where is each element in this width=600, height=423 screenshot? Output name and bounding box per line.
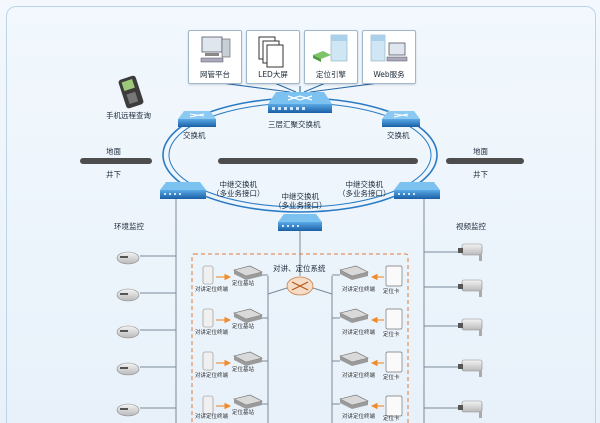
station-label: 定位基站 bbox=[232, 367, 255, 373]
led-screen-icon bbox=[258, 36, 284, 68]
relay-switch-left-icon bbox=[160, 182, 206, 199]
card-tablet-icon bbox=[385, 265, 403, 287]
ground-label-left-below: 井下 bbox=[106, 170, 121, 179]
card-row bbox=[332, 394, 403, 417]
card-label: 定位卡 bbox=[383, 375, 400, 381]
right-card-rows bbox=[332, 265, 403, 417]
relay-left-label: 中继交换机 （多业务接口） bbox=[212, 180, 265, 198]
intercom-system-box bbox=[191, 253, 409, 423]
terminal-web-service: Web服务 bbox=[362, 30, 416, 84]
card-row bbox=[332, 308, 403, 330]
env-sensor-icon bbox=[116, 362, 140, 376]
handset-label: 对讲定位终端 bbox=[195, 414, 229, 420]
video-monitor-links bbox=[424, 251, 460, 409]
card-tablet-icon bbox=[385, 395, 403, 417]
diagram-frame bbox=[6, 6, 596, 423]
mobile-phone-icon bbox=[118, 75, 144, 109]
handset-label: 对讲定位终端 bbox=[195, 373, 229, 379]
video-monitor-label: 视频监控 bbox=[456, 222, 486, 231]
right-switch-icon bbox=[382, 111, 420, 127]
env-sensor-icon bbox=[116, 403, 140, 417]
card-label: 定位卡 bbox=[383, 332, 400, 338]
card-tablet-icon bbox=[385, 308, 403, 330]
relay-switch-center-icon bbox=[278, 214, 322, 231]
handset-label: 对讲定位终端 bbox=[195, 330, 229, 336]
terminal-positioning-engine: 定位引擎 bbox=[304, 30, 358, 84]
handset-label: 对讲定位终端 bbox=[342, 330, 376, 336]
left-switch-icon bbox=[178, 111, 216, 127]
station-label: 定位基站 bbox=[232, 410, 255, 416]
station-row bbox=[202, 308, 268, 328]
camera-icon bbox=[458, 279, 483, 297]
left-switch-label: 交换机 bbox=[183, 131, 206, 140]
camera-icons bbox=[458, 243, 483, 418]
handset-label: 对讲定位终端 bbox=[342, 287, 376, 293]
bus-link-right bbox=[312, 287, 333, 295]
core-switch-icon bbox=[268, 92, 332, 113]
terminal-label: Web服务 bbox=[373, 70, 405, 79]
web-server-icon bbox=[370, 34, 408, 62]
env-sensor-icon bbox=[116, 251, 140, 265]
camera-icon bbox=[458, 400, 483, 418]
camera-icon bbox=[458, 318, 483, 336]
terminal-label: 定位引擎 bbox=[316, 70, 346, 79]
station-row bbox=[202, 265, 268, 285]
station-row bbox=[202, 394, 268, 415]
bus-link-left bbox=[267, 287, 288, 295]
handset-icon bbox=[202, 308, 214, 328]
station-label: 定位基站 bbox=[232, 281, 255, 287]
ground-bar-center bbox=[218, 158, 418, 164]
env-sensor-icons bbox=[116, 251, 140, 417]
station-row bbox=[202, 351, 268, 371]
handset-icon bbox=[202, 395, 214, 415]
handset-icon bbox=[202, 265, 214, 285]
env-monitor-links bbox=[140, 255, 176, 409]
card-row bbox=[332, 351, 403, 373]
right-switch-label: 交换机 bbox=[387, 131, 410, 140]
terminal-label: 网管平台 bbox=[200, 70, 230, 79]
handset-label: 对讲定位终端 bbox=[342, 373, 376, 379]
computer-icon bbox=[200, 36, 231, 63]
mobile-query-label: 手机远程查询 bbox=[106, 111, 151, 120]
relay-center-label: 中继交换机 （多业务接口） bbox=[274, 192, 327, 210]
ground-bar-right bbox=[446, 158, 524, 164]
station-label: 定位基站 bbox=[232, 324, 255, 330]
core-switch-label: 三层汇聚交换机 bbox=[268, 120, 321, 129]
relay-right-label: 中继交换机 （多业务接口） bbox=[338, 180, 391, 198]
camera-icon bbox=[458, 359, 483, 377]
ground-label-right-above: 地面 bbox=[473, 147, 488, 156]
relay-switch-right-icon bbox=[394, 182, 440, 199]
handset-label: 对讲定位终端 bbox=[342, 414, 376, 420]
router-icon bbox=[286, 276, 314, 296]
card-tablet-icon bbox=[385, 351, 403, 373]
terminal-label: LED大屏 bbox=[258, 70, 288, 79]
env-monitor-label: 环境监控 bbox=[114, 222, 144, 231]
card-label: 定位卡 bbox=[383, 416, 400, 422]
card-label: 定位卡 bbox=[383, 289, 400, 295]
intercom-system-label: 对讲、定位系统 bbox=[273, 264, 326, 273]
env-sensor-icon bbox=[116, 288, 140, 302]
ground-label-left-above: 地面 bbox=[106, 147, 121, 156]
ground-bar-left bbox=[80, 158, 152, 164]
camera-icon bbox=[458, 243, 483, 261]
card-row bbox=[332, 265, 403, 287]
handset-label: 对讲定位终端 bbox=[195, 287, 229, 293]
ground-label-right-below: 井下 bbox=[473, 170, 488, 179]
server-engine-icon bbox=[313, 34, 348, 62]
handset-icon bbox=[202, 351, 214, 371]
terminal-led-screen: LED大屏 bbox=[246, 30, 300, 84]
env-sensor-icon bbox=[116, 325, 140, 339]
terminal-network-management: 网管平台 bbox=[188, 30, 242, 84]
left-station-rows bbox=[202, 265, 268, 415]
